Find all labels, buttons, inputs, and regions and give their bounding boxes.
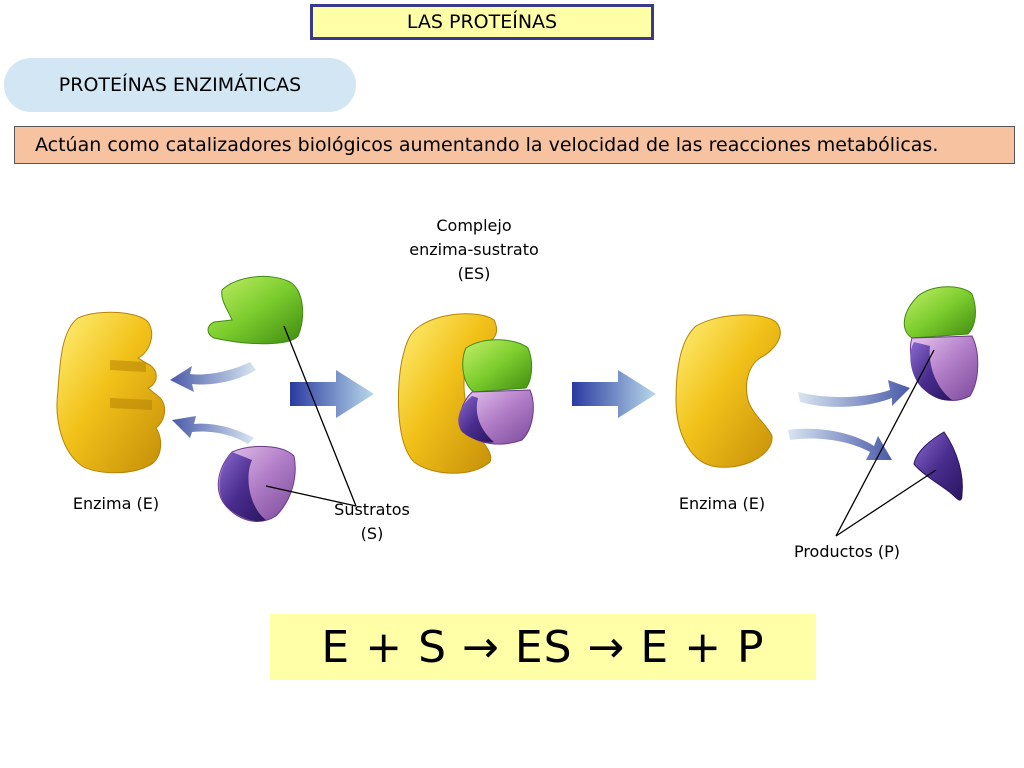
enzyme-label-left: Enzima (E) [72, 494, 160, 513]
arrow-to-product-2 [788, 428, 892, 460]
pointer-line-purple [265, 485, 357, 507]
pointer-line-green [283, 325, 357, 507]
enzyme-label-right: Enzima (E) [678, 494, 766, 513]
substrates-label-line-1: Sustratos [334, 500, 410, 519]
reaction-equation: E + S → ES → E + P [270, 614, 816, 680]
arrow-right-1 [290, 370, 374, 418]
enzyme-substrate-complex [397, 313, 534, 474]
section-title: PROTEÍNAS ENZIMÁTICAS [4, 58, 356, 112]
arrow-to-product-1 [798, 380, 910, 407]
complex-label: Complejo enzima-sustrato (ES) [398, 214, 550, 286]
enzyme-left [56, 311, 165, 474]
product-green-purple [903, 286, 979, 401]
arrow-left-lower [172, 416, 254, 444]
arrow-left-upper [170, 362, 256, 392]
purple-substrate [217, 445, 296, 522]
product-dark-purple [913, 431, 963, 501]
page-title: LAS PROTEÍNAS [310, 4, 654, 40]
products-label: Productos (P) [793, 542, 901, 561]
pointer-line-product-2 [835, 469, 937, 537]
arrow-right-2 [572, 370, 656, 418]
complex-label-line-3: (ES) [457, 264, 491, 283]
enzyme-right [675, 314, 781, 468]
description-box: Actúan como catalizadores biológicos aum… [14, 126, 1015, 164]
green-substrate [207, 276, 304, 345]
complex-label-line-2: enzima-sustrato [409, 240, 539, 259]
pointer-line-product-1 [835, 349, 935, 537]
substrates-label-line-2: (S) [360, 524, 384, 543]
substrates-label: Sustratos (S) [322, 498, 422, 546]
complex-label-line-1: Complejo [436, 216, 512, 235]
